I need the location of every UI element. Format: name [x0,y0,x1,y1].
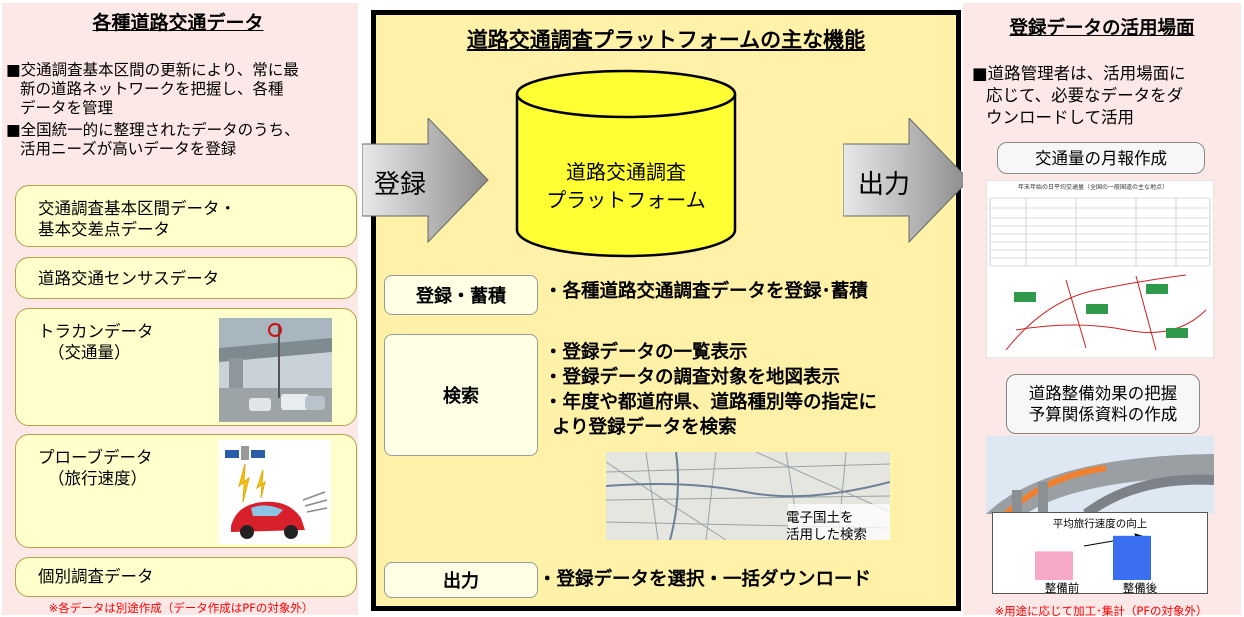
register-arrow-icon [362,118,489,243]
chart-bar-1 [1113,535,1151,580]
data-box-probe-line-1: プローブデータ [38,448,153,467]
database-label-line-2: プラットフォーム [546,188,706,212]
output-arrow-icon [843,118,970,243]
monthly-report-image [986,180,1214,358]
satellite-icon [225,446,265,460]
speed-chart-title: 平均旅行速度の向上 [1052,518,1148,530]
right-desc-line-3: ウンロードして活用 [986,108,1135,127]
left-panel-title: 各種道路交通データ [92,12,264,34]
map-caption-line-1: 電子国土を [786,510,854,526]
output-arrow-label: 出力 [858,170,911,200]
usecase-box-effect-line-1: 道路整備効果の把握 [1028,384,1178,403]
right-description: ■道路管理者は、活用場面に 応じて、必要なデータをダ ウンロードして活用 [972,63,1237,129]
chart-category-label-before: 整備前 [1044,581,1080,595]
database-label: 道路交通調査 プラットフォーム [513,158,739,214]
map-caption-line-2: 活用した検索 [786,527,867,543]
left-desc-1-line-1: ■交通調査基本区間の更新により、常に最 [6,61,299,79]
highway-interchange-image [986,436,1214,514]
speed-chart [1035,533,1151,580]
right-desc-line-2: 応じて、必要なデータをダ [986,86,1184,105]
map-search-screenshot [606,452,890,540]
bullet-search-3: ・年度や都道府県、道路種別等の指定に [544,392,878,413]
data-box-trafficcounter-line-1: トラカンデータ [38,322,154,341]
function-box-output: 出力 [384,562,538,598]
usecase-box-monthly-report: 交通量の月報作成 [997,142,1205,174]
speed-chart-frame [992,512,1208,594]
bullet-search-1: ・登録データの一覧表示 [544,342,748,363]
left-footnote: ※各データは別途作成（データ作成はPFの対象外） [48,601,314,615]
center-panel-title: 道路交通調査プラットフォームの主な機能 [466,28,866,52]
chart-bar-0 [1035,551,1073,580]
left-desc-2-line-2: 活用ニーズが高いデータを登録 [20,140,237,158]
map-caption: 電子国土を 活用した検索 [786,510,867,544]
bullet-search-2: ・登録データの調査対象を地図表示 [544,367,841,388]
usecase-box-effect: 道路整備効果の把握 予算関係資料の作成 [1006,374,1200,434]
data-box-basic-section-line-2: 基本交差点データ [38,220,170,239]
data-box-basic-section: 交通調査基本区間データ・ 基本交差点データ [15,185,357,247]
monthly-report-title: 年末年始の日平均交通量（全国の一般国道の主な地点） [1018,184,1169,191]
bullet-search-3b: より登録データを検索 [552,417,737,438]
left-description-2: ■全国統一的に整理されたデータのうち、 活用ニーズが高いデータを登録 [6,121,356,159]
data-box-individual-label: 個別調査データ [38,567,154,586]
bullet-list-search: ・登録データの一覧表示 ・登録データの調査対象を地図表示 ・年度や都道府県、道路… [544,340,877,440]
left-desc-1-line-2: 新の道路ネットワークを把握し、各種 [20,80,284,98]
register-arrow-label: 登録 [374,170,427,200]
red-car-icon [231,501,305,539]
database-label-line-1: 道路交通調査 [566,160,686,184]
data-box-census-label: 道路交通センサスデータ [38,269,220,288]
data-box-basic-section-line-1: 交通調査基本区間データ・ [38,199,236,218]
left-desc-1-line-3: データを管理 [20,99,114,117]
left-desc-2-line-1: ■全国統一的に整理されたデータのうち、 [6,121,300,139]
chart-category-label-after: 整備後 [1122,581,1158,595]
bullet-output: ・登録データを選択・一括ダウンロード [538,569,872,590]
right-panel-title: 登録データの活用場面 [1009,18,1195,39]
probe-car-illustration [219,440,331,544]
function-box-search: 検索 [384,334,538,456]
data-box-probe-line-2: （旅行速度） [48,469,147,488]
right-desc-line-1: ■道路管理者は、活用場面に [972,64,1186,83]
data-box-census: 道路交通センサスデータ [15,257,357,299]
left-description-1: ■交通調査基本区間の更新により、常に最 新の道路ネットワークを把握し、各種 デー… [6,61,356,118]
data-box-individual: 個別調査データ [15,557,357,597]
usecase-box-effect-line-2: 予算関係資料の作成 [1028,405,1178,424]
bullet-register: ・各種道路交通調査データを登録･蓄積 [544,281,868,302]
data-box-trafficcounter-line-2: （交通量） [48,343,131,362]
database-cylinder-icon [515,69,737,258]
function-box-register: 登録・蓄積 [384,275,538,315]
right-footnote: ※用途に応じて加工･集計（PFの対象外） [994,604,1208,617]
traffic-counter-photo [219,318,332,422]
